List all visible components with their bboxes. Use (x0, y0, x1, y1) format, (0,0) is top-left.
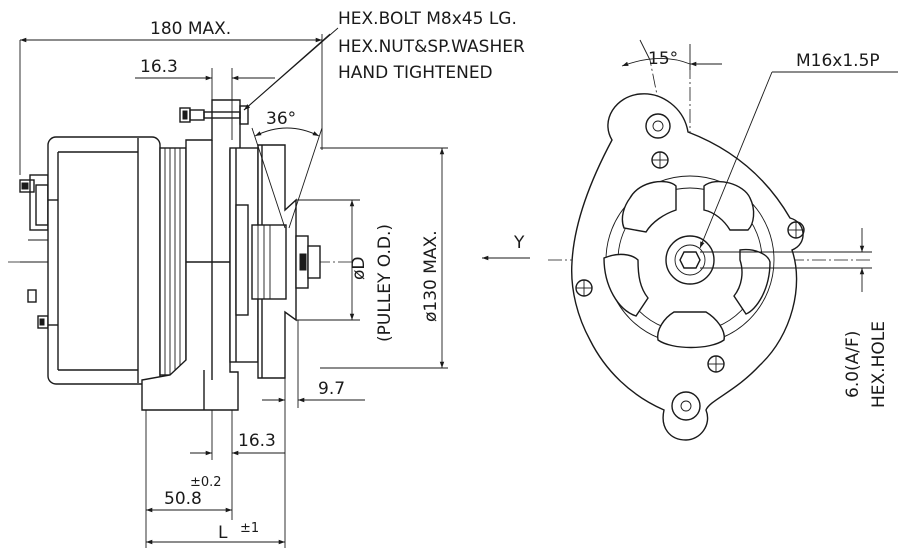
dim-pulley-diameter: øD (PULLEY O.D.) (296, 199, 395, 342)
alternator-body (47, 136, 161, 385)
max-length-label: 180 MAX. (150, 19, 231, 39)
bolt-callout-line-1: HEX.BOLT M8x45 LG. (338, 9, 517, 29)
mounting-holes (645, 113, 701, 421)
dim-16-3-top-label: 16.3 (140, 57, 178, 77)
angle-15-label: 15° (648, 49, 678, 69)
fan-windows (603, 180, 771, 349)
angle-15: 15° (621, 39, 722, 70)
belt-groove-angle: 36° (251, 109, 323, 229)
pulley-dia-label: øD (349, 257, 369, 281)
hex-af-label: 6.0(A/F) (843, 331, 863, 398)
shaft-nut (665, 235, 715, 285)
view-y-label: Y (513, 233, 525, 253)
dim-16-3-bottom: 16.3 (190, 410, 285, 460)
dim-9-7: 9.7 (262, 320, 365, 408)
stator-laminations (159, 147, 187, 376)
hex-hole-label: HEX.HOLE (869, 321, 889, 408)
hex-bolt (179, 105, 249, 125)
dim-130-max: ø130 MAX. (320, 147, 448, 369)
view-direction-y: Y (482, 233, 530, 261)
dia-130-label: ø130 MAX. (421, 230, 441, 322)
thread-callout: M16x1.5P (699, 51, 898, 249)
dim-overall-length: 180 MAX. (19, 19, 323, 175)
v-pulley (251, 144, 321, 379)
hex-hole-dim: 6.0(A/F) HEX.HOLE (700, 228, 889, 408)
dim-L: L ±1 (146, 408, 286, 548)
dim-16-3-top: 16.3 (135, 57, 275, 140)
bolt-callout: HEX.BOLT M8x45 LG. HEX.NUT&SP.WASHER HAN… (243, 9, 525, 111)
rear-terminal-block (19, 174, 49, 329)
dim-50-8: 50.8 ±0.2 (145, 410, 233, 548)
thread-label: M16x1.5P (796, 51, 880, 71)
bolt-callout-line-2: HEX.NUT&SP.WASHER (338, 37, 525, 57)
angle-36-label: 36° (266, 109, 296, 129)
tol-02-label: ±0.2 (190, 475, 222, 490)
bolt-callout-line-3: HAND TIGHTENED (338, 63, 493, 83)
dim-9-7-label: 9.7 (318, 379, 345, 399)
dim-50-8-label: 50.8 (164, 489, 202, 509)
front-view: 15° M16x1.5P 6.0(A/F) HEX.HOLE (548, 39, 898, 441)
tol-1-label: ±1 (240, 521, 259, 536)
dim-L-label: L (218, 523, 228, 543)
front-housing (141, 99, 241, 411)
pulley-od-label: (PULLEY O.D.) (375, 224, 395, 342)
housing-screws (575, 151, 805, 373)
dim-16-3-bottom-label: 16.3 (238, 431, 276, 451)
side-view: 180 MAX. HEX.BOLT M8x45 LG. HEX.NUT&SP.W… (8, 9, 525, 548)
